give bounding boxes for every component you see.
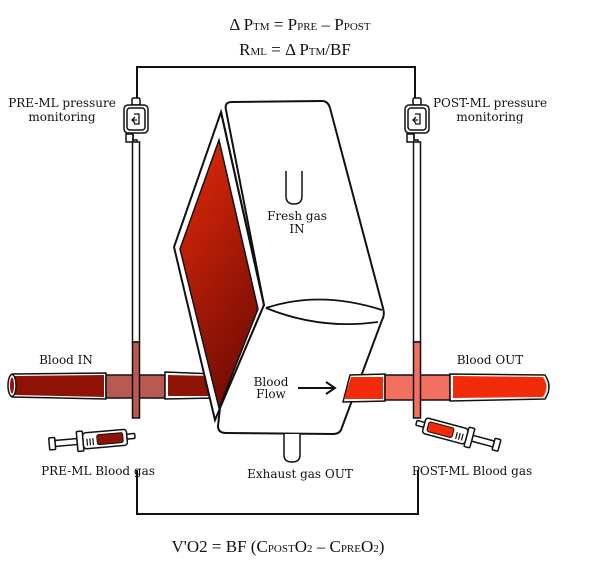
post-pressure-label-2: monitoring bbox=[456, 110, 524, 124]
arrow-right-icon bbox=[298, 381, 337, 395]
blood-flow-label-2: Flow bbox=[256, 387, 286, 401]
pre-pressure-label-2: monitoring bbox=[28, 110, 96, 124]
equation-rml: RML = Δ PTM/BF bbox=[239, 40, 351, 59]
equation-delta-ptm: Δ PTM = PPRE – PPOST bbox=[229, 15, 371, 34]
blood-out-label: Blood OUT bbox=[457, 353, 524, 367]
blood-flow-label-1: Blood bbox=[254, 375, 289, 389]
bottom-bracket bbox=[136, 470, 419, 515]
pressure-transducer-icon bbox=[404, 97, 430, 146]
fresh-gas-inlet-icon bbox=[285, 171, 303, 205]
blood-out-tube bbox=[449, 373, 550, 402]
post-pressure-label-1: POST-ML pressure bbox=[433, 96, 547, 110]
pre-pressure-label-1: PRE-ML pressure bbox=[8, 96, 116, 110]
blood-in-tube bbox=[7, 372, 107, 400]
pre-sampling-port bbox=[105, 341, 166, 419]
top-bracket bbox=[136, 66, 416, 98]
post-sampling-port bbox=[384, 341, 451, 419]
post-pressure-line bbox=[412, 141, 422, 343]
fresh-gas-label-1: Fresh gas bbox=[267, 209, 327, 223]
pre-pressure-line bbox=[131, 141, 141, 343]
pressure-transducer-icon bbox=[123, 97, 149, 146]
syringe-icon bbox=[48, 428, 136, 453]
equation-vo2: V'O2 = BF (CPOSTO2 – CPREO2) bbox=[172, 537, 385, 556]
blood-in-label: Blood IN bbox=[39, 353, 93, 367]
fresh-gas-label-2: IN bbox=[289, 222, 304, 236]
exhaust-label: Exhaust gas OUT bbox=[247, 467, 353, 481]
post-blood-gas-label: POST-ML Blood gas bbox=[412, 464, 532, 478]
blood-out-tube-segment bbox=[342, 373, 386, 403]
pre-blood-gas-label: PRE-ML Blood gas bbox=[41, 464, 155, 478]
exhaust-port-icon bbox=[283, 434, 301, 463]
syringe-icon bbox=[415, 417, 502, 452]
membrane-lung bbox=[172, 99, 385, 436]
